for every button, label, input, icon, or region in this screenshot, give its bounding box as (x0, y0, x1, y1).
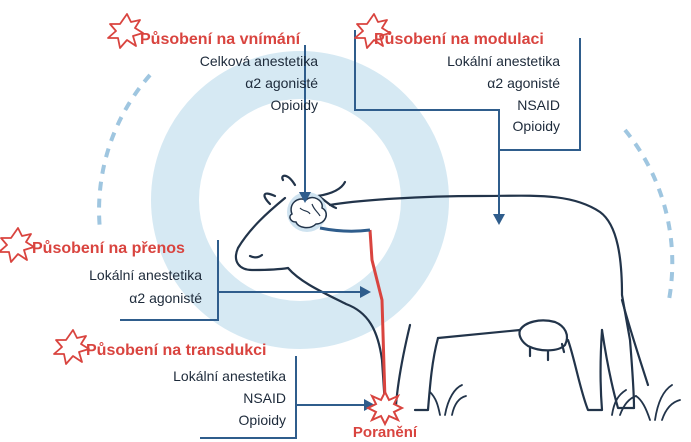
transduction-item: Lokální anestetika (100, 366, 286, 386)
transmission-title: Působení na přenos (32, 240, 185, 258)
starburst-icon-perception (108, 14, 143, 48)
transduction-item: NSAID (100, 388, 286, 408)
transmission-item: Lokální anestetika (30, 265, 202, 285)
modulation-item: Opioidy (380, 116, 560, 136)
starburst-icon-transduction (54, 330, 89, 364)
arrow-head-modulation (493, 214, 505, 225)
modulation-title: Působení na modulaci (374, 31, 544, 49)
perception-item: Celková anestetika (140, 51, 318, 71)
transduction-title: Působení na transdukci (86, 342, 266, 360)
injury-label: Poranění (335, 424, 435, 441)
transduction-item: Opioidy (100, 410, 286, 430)
injury-starburst-icon (368, 392, 402, 424)
pain-pathway-head (320, 228, 370, 231)
modulation-item: α2 agonisté (380, 73, 560, 93)
transmission-item: α2 agonisté (30, 288, 202, 308)
modulation-item: NSAID (380, 95, 560, 115)
dashed-arc-right (625, 130, 672, 305)
modulation-item: Lokální anestetika (380, 51, 560, 71)
starburst-icon-transmission (0, 228, 34, 262)
perception-item: Opioidy (140, 95, 318, 115)
perception-item: α2 agonisté (140, 73, 318, 93)
grass-icon (430, 385, 680, 420)
perception-title: Působení na vnímání (140, 31, 300, 49)
